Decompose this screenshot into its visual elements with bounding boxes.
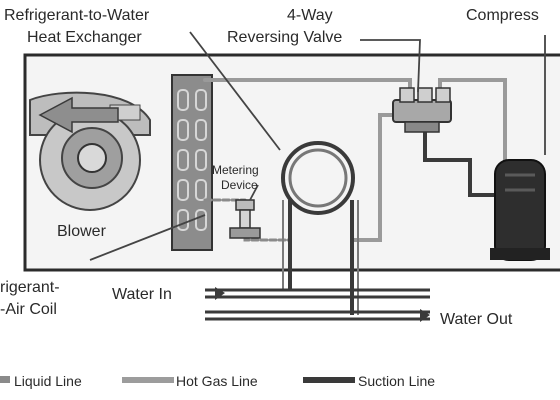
water-pipes [205, 287, 430, 322]
label-blower: Blower [57, 223, 107, 240]
label-heat-exchanger-line1: Refrigerant-to-Water [4, 7, 150, 24]
legend-swatch-hot-gas [122, 377, 174, 383]
blower-icon [29, 91, 151, 211]
label-air-coil-line2: -Air Coil [0, 301, 57, 318]
compressor-icon [490, 159, 550, 261]
legend-label-liquid-line: Liquid Line [14, 373, 82, 389]
legend: Liquid Line Hot Gas Line Suction Line [0, 373, 435, 389]
reversing-valve-icon [392, 87, 452, 133]
leader-lines [89, 31, 546, 261]
label-water-in: Water In [112, 286, 172, 303]
label-compressor: Compress [466, 7, 539, 24]
legend-swatch-liquid [0, 376, 10, 383]
legend-label-hot-gas-line: Hot Gas Line [176, 373, 258, 389]
label-metering-device-line1: Metering [212, 163, 259, 177]
legend-label-suction-line: Suction Line [358, 373, 435, 389]
label-air-coil-line1: rigerant- [0, 279, 60, 296]
label-reversing-valve-line1: 4-Way [287, 7, 333, 24]
label-metering-device-line2: Device [221, 178, 258, 192]
label-heat-exchanger-line2: Heat Exchanger [27, 29, 142, 46]
legend-swatch-suction [303, 377, 355, 383]
metering-device-icon [229, 199, 261, 239]
air-coil-icon [171, 74, 213, 251]
label-reversing-valve-line2: Reversing Valve [227, 29, 342, 46]
label-water-out: Water Out [440, 311, 513, 328]
